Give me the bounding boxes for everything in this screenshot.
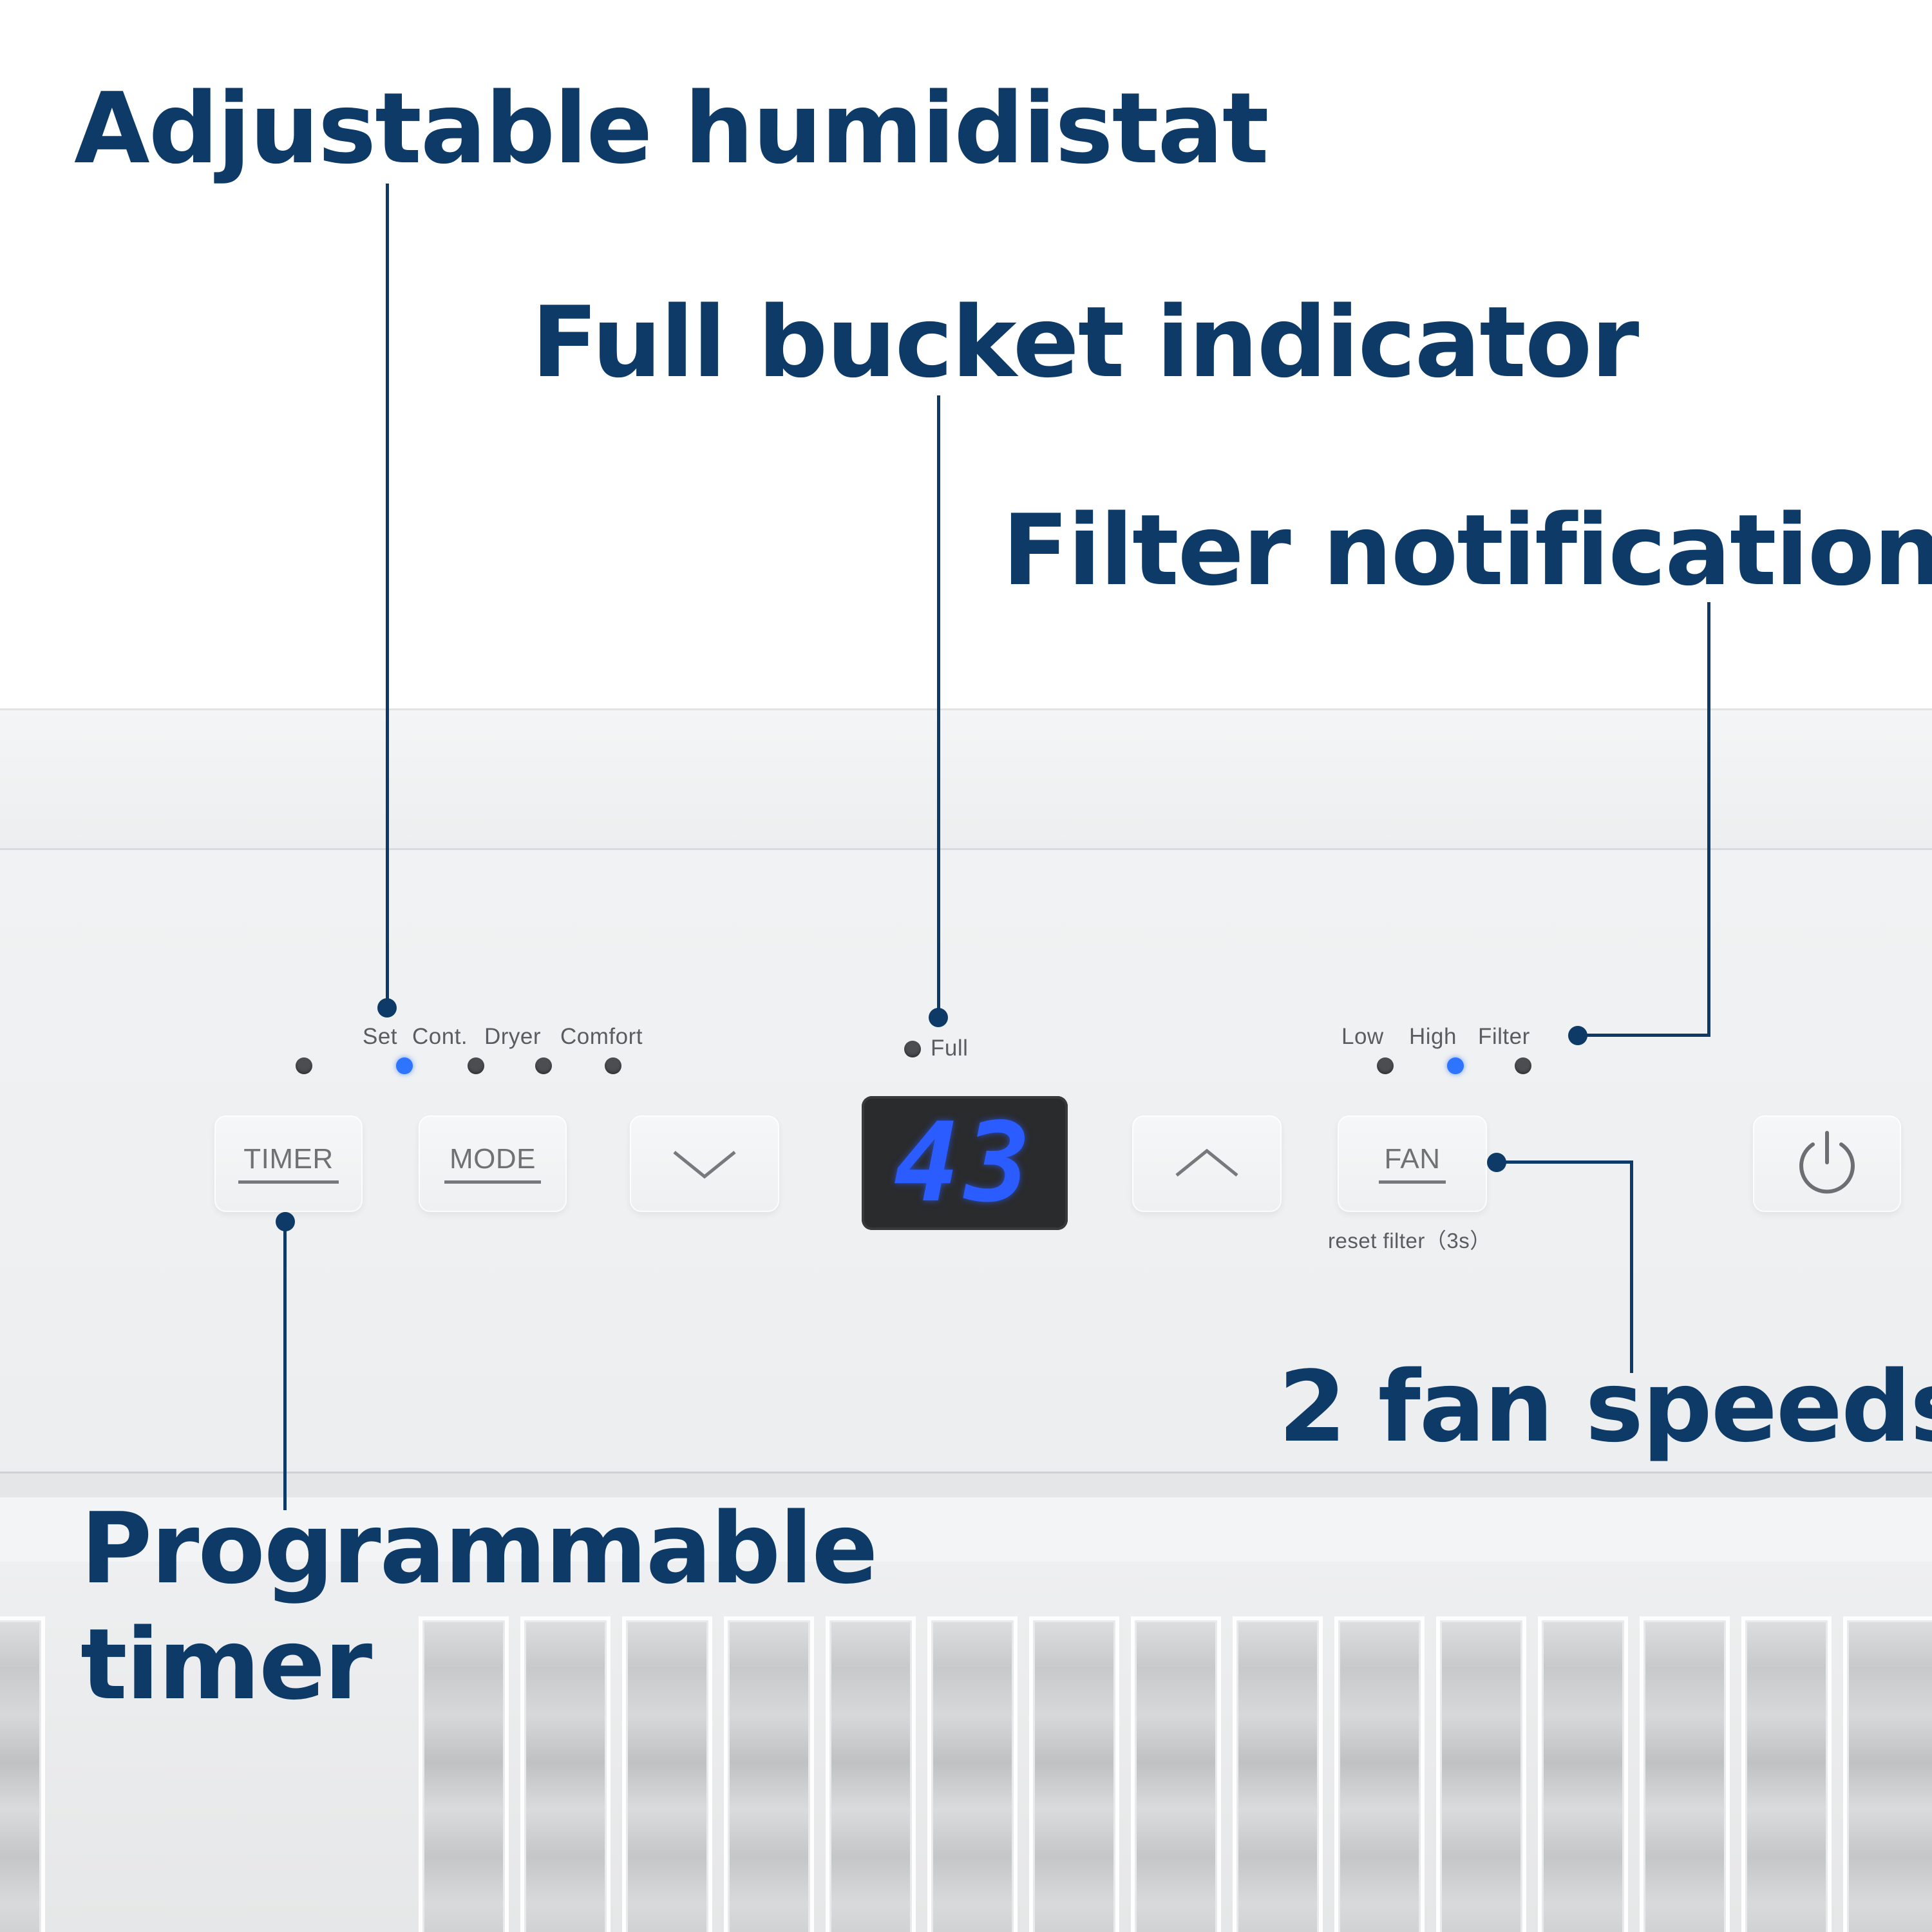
- comfort-indicator-led: [605, 1057, 621, 1074]
- timer-button[interactable]: TIMER: [214, 1115, 363, 1212]
- callout-filter: Filter notification: [1002, 493, 1932, 607]
- callout-fan-speeds: 2 fan speeds: [1278, 1350, 1932, 1464]
- callout-timer: Programmable timer: [80, 1492, 878, 1721]
- mode-label-continuous: Cont.: [412, 1024, 468, 1049]
- grille-slot: [1436, 1616, 1526, 1932]
- panel-ledge: [0, 1472, 1932, 1501]
- humidistat-leader-line: [386, 184, 389, 1008]
- filter-leader-horizontal: [1579, 1034, 1710, 1037]
- callout-timer-line2: timer: [80, 1607, 372, 1721]
- full-indicator-led: [904, 1041, 921, 1057]
- mode-label-set: Set: [363, 1024, 398, 1049]
- grille-slot: [1843, 1616, 1932, 1932]
- chevron-down-icon: [673, 1151, 736, 1179]
- power-icon: [1799, 1131, 1855, 1194]
- timer-leader-dot: [276, 1212, 295, 1231]
- grille-slot: [520, 1616, 611, 1932]
- mode-label-dryer: Dryer: [484, 1024, 542, 1049]
- humidity-readout: 43: [893, 1099, 1036, 1227]
- set-indicator-led: [396, 1057, 413, 1074]
- grille-slot: [826, 1616, 916, 1932]
- full-indicator-label: Full: [931, 1036, 969, 1061]
- low-indicator-led: [1377, 1057, 1394, 1074]
- grille-slot: [1640, 1616, 1730, 1932]
- mode-button-label: MODE: [444, 1143, 541, 1184]
- fan-label-low: Low: [1341, 1024, 1384, 1049]
- chevron-up-icon: [1175, 1148, 1238, 1177]
- grille-slot: [1538, 1616, 1628, 1932]
- power-button[interactable]: [1753, 1115, 1901, 1212]
- dryer-indicator-led: [535, 1057, 552, 1074]
- mode-label-comfort: Comfort: [560, 1024, 643, 1049]
- grille-slot: [1334, 1616, 1425, 1932]
- grille-slot: [419, 1616, 509, 1932]
- callout-humidistat: Adjustable humidistat: [74, 71, 1269, 185]
- full-bucket-leader-dot: [929, 1008, 948, 1027]
- timer-button-label: TIMER: [238, 1143, 339, 1184]
- mode-button[interactable]: MODE: [419, 1115, 567, 1212]
- fan-button-label: FAN: [1379, 1143, 1446, 1184]
- fan-leader-dot: [1487, 1153, 1506, 1172]
- continuous-indicator-led: [468, 1057, 484, 1074]
- filter-leader-dot: [1568, 1026, 1587, 1045]
- grille-slot: [1233, 1616, 1323, 1932]
- down-button[interactable]: [630, 1115, 779, 1212]
- full-bucket-leader-line: [937, 395, 940, 1020]
- grille-slot: [1029, 1616, 1119, 1932]
- grille-slot: [724, 1616, 814, 1932]
- filter-indicator-led: [1515, 1057, 1531, 1074]
- humidity-display: 43: [862, 1096, 1068, 1230]
- fan-label-filter: Filter: [1478, 1024, 1530, 1049]
- up-button[interactable]: [1132, 1115, 1282, 1212]
- device-top-edge: [0, 708, 1932, 852]
- timer-indicator-led: [296, 1057, 312, 1074]
- timer-leader-line: [283, 1227, 287, 1510]
- fan-label-high: High: [1409, 1024, 1457, 1049]
- grille-slot: [1741, 1616, 1832, 1932]
- grille-slot: [1131, 1616, 1221, 1932]
- humidistat-leader-dot: [377, 998, 397, 1018]
- callout-timer-line1: Programmable: [80, 1492, 878, 1605]
- reset-filter-hint: reset filter（3s）: [1328, 1229, 1492, 1253]
- callout-full-bucket: Full bucket indicator: [531, 285, 1639, 399]
- grille-slot: [0, 1616, 45, 1932]
- grille-slot: [927, 1616, 1018, 1932]
- fan-leader-horizontal: [1495, 1160, 1633, 1164]
- high-indicator-led: [1447, 1057, 1464, 1074]
- fan-button[interactable]: FAN: [1338, 1115, 1487, 1212]
- filter-leader-vertical: [1707, 602, 1710, 1037]
- grille-slot: [622, 1616, 712, 1932]
- fan-leader-vertical: [1630, 1160, 1633, 1373]
